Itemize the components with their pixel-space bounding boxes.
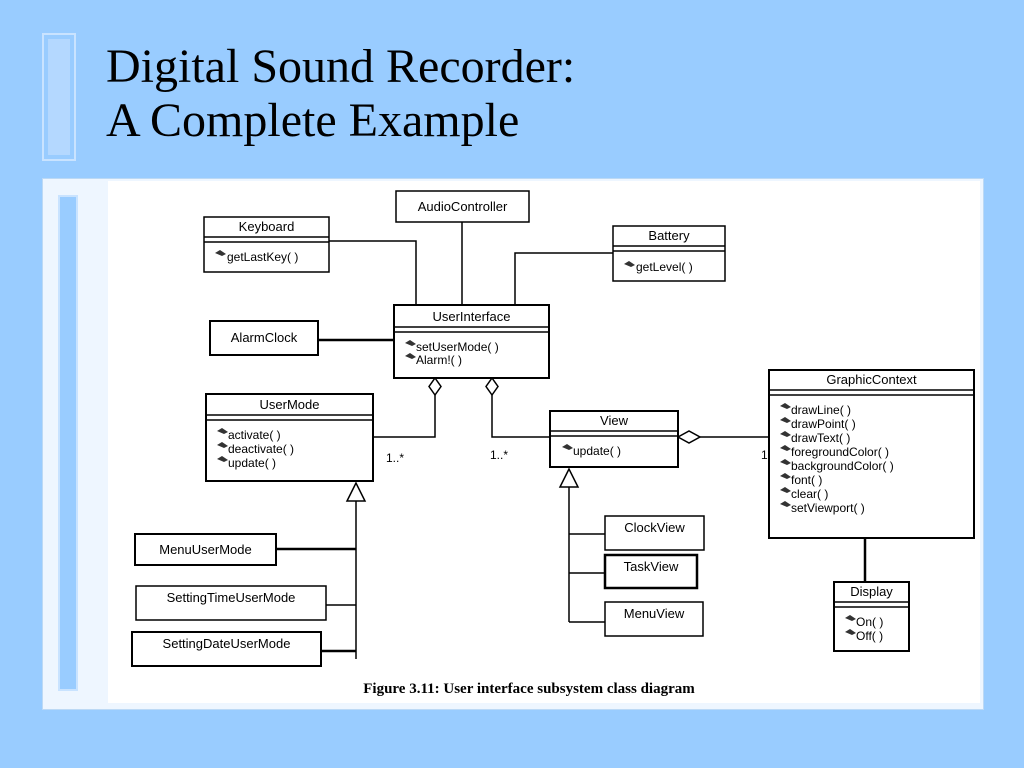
generalization-triangle-view — [558, 467, 580, 488]
graphiccontext-op-drawpoint: drawPoint( ) — [791, 417, 856, 431]
alarmclock-name: AlarmClock — [231, 330, 298, 345]
operation-icon — [405, 340, 416, 346]
display-op-on: On( ) — [856, 615, 883, 629]
multiplicity-view-graphiccontext: 1 — [761, 448, 768, 462]
operation-icon — [780, 417, 791, 423]
graphiccontext-name: GraphicContext — [826, 372, 917, 387]
aggregation-diamond-graphiccontext — [676, 430, 702, 444]
graphiccontext-op-foregroundcolor: foregroundColor( ) — [791, 445, 889, 459]
usermode-op-update: update( ) — [228, 456, 276, 470]
graphiccontext-op-setviewport: setViewport( ) — [791, 501, 865, 515]
userinterface-operations: setUserMode( ) Alarm!( ) — [405, 340, 499, 367]
operation-icon — [405, 353, 416, 359]
view-op-update: update( ) — [573, 444, 621, 458]
keyboard-op-getlastkey: getLastKey( ) — [227, 250, 298, 264]
settingdateusermode-name: SettingDateUserMode — [163, 636, 291, 651]
graphiccontext-op-drawtext: drawText( ) — [791, 431, 850, 445]
view-name: View — [600, 413, 629, 428]
class-box-taskview — [603, 553, 699, 590]
class-box-alarmclock — [209, 320, 319, 356]
userinterface-name: UserInterface — [432, 309, 510, 324]
operation-icon — [845, 629, 856, 635]
taskview-name: TaskView — [624, 559, 679, 574]
class-box-keyboard — [203, 216, 330, 273]
decorative-bar-left — [58, 195, 78, 691]
operation-icon — [780, 431, 791, 437]
operation-icon — [780, 459, 791, 465]
slide-title-line-1: Digital Sound Recorder: — [106, 40, 576, 93]
operation-icon — [562, 444, 573, 450]
slide-title: Digital Sound Recorder: A Complete Examp… — [106, 40, 575, 148]
audiocontroller-name: AudioController — [418, 199, 508, 214]
clockview-name: ClockView — [624, 520, 685, 535]
graphiccontext-op-clear: clear( ) — [791, 487, 828, 501]
ui-usermode-aggregation — [373, 395, 436, 438]
battery-op-getlevel: getLevel( ) — [636, 260, 693, 274]
menuusermode-name: MenuUserMode — [159, 542, 252, 557]
settingtimeusermode-name: SettingTimeUserMode — [167, 590, 296, 605]
multiplicity-ui-usermode: 1..* — [386, 451, 404, 465]
display-operations: On( ) Off( ) — [845, 615, 883, 643]
operation-icon — [780, 473, 791, 479]
class-box-menuview — [604, 601, 704, 637]
class-box-display — [833, 581, 910, 652]
usermode-name: UserMode — [260, 397, 320, 412]
class-box-graphiccontext — [768, 369, 975, 539]
operation-icon — [780, 487, 791, 493]
graphiccontext-op-font: font( ) — [791, 473, 822, 487]
keyboard-association — [329, 240, 417, 305]
ui-view-aggregation — [491, 395, 550, 438]
usermode-op-deactivate: deactivate( ) — [228, 442, 294, 456]
class-box-settingdateusermode — [131, 631, 322, 667]
multiplicity-ui-view: 1..* — [490, 448, 508, 462]
operation-icon — [780, 403, 791, 409]
display-op-off: Off( ) — [856, 629, 883, 643]
aggregation-diamond-usermode — [428, 376, 442, 397]
class-box-menuusermode — [134, 533, 277, 566]
menuview-name: MenuView — [624, 606, 685, 621]
generalization-triangle-usermode — [345, 481, 367, 502]
operation-icon — [780, 501, 791, 507]
operation-icon — [215, 250, 226, 256]
slide-title-line-2: A Complete Example — [106, 94, 520, 147]
graphiccontext-op-backgroundcolor: backgroundColor( ) — [791, 459, 894, 473]
class-box-usermode — [205, 393, 374, 482]
operation-icon — [217, 428, 228, 434]
operation-icon — [217, 442, 228, 448]
figure-caption: Figure 3.11: User interface subsystem cl… — [363, 681, 695, 697]
battery-operations: getLevel( ) — [624, 260, 693, 274]
usermode-operations: activate( ) deactivate( ) update( ) — [217, 428, 294, 470]
class-box-battery — [612, 225, 726, 282]
usermode-op-activate: activate( ) — [228, 428, 281, 442]
class-diagram-figure: Keyboard AudioController Battery AlarmCl… — [108, 181, 980, 703]
operation-icon — [845, 615, 856, 621]
view-operations: update( ) — [562, 444, 621, 458]
aggregation-diamond-view — [485, 376, 499, 397]
class-box-view — [549, 410, 679, 468]
battery-name: Battery — [648, 228, 690, 243]
operation-icon — [624, 261, 635, 267]
graphiccontext-operations: drawLine( ) drawPoint( ) drawText( ) for… — [780, 403, 894, 515]
class-box-clockview — [604, 515, 705, 551]
keyboard-name: Keyboard — [239, 219, 295, 234]
class-box-audiocontroller — [395, 190, 530, 223]
userinterface-op-alarm: Alarm!( ) — [416, 353, 462, 367]
keyboard-operations: getLastKey( ) — [215, 250, 298, 264]
graphiccontext-op-drawline: drawLine( ) — [791, 403, 851, 417]
operation-icon — [217, 456, 228, 462]
class-box-settingtimeusermode — [135, 585, 327, 621]
userinterface-op-setusermode: setUserMode( ) — [416, 340, 499, 354]
battery-association — [514, 252, 613, 305]
operation-icon — [780, 445, 791, 451]
decorative-bar-top — [42, 33, 76, 161]
class-diagram: Keyboard AudioController Battery AlarmCl… — [131, 190, 975, 697]
display-name: Display — [850, 584, 893, 599]
class-box-userinterface — [393, 304, 550, 379]
